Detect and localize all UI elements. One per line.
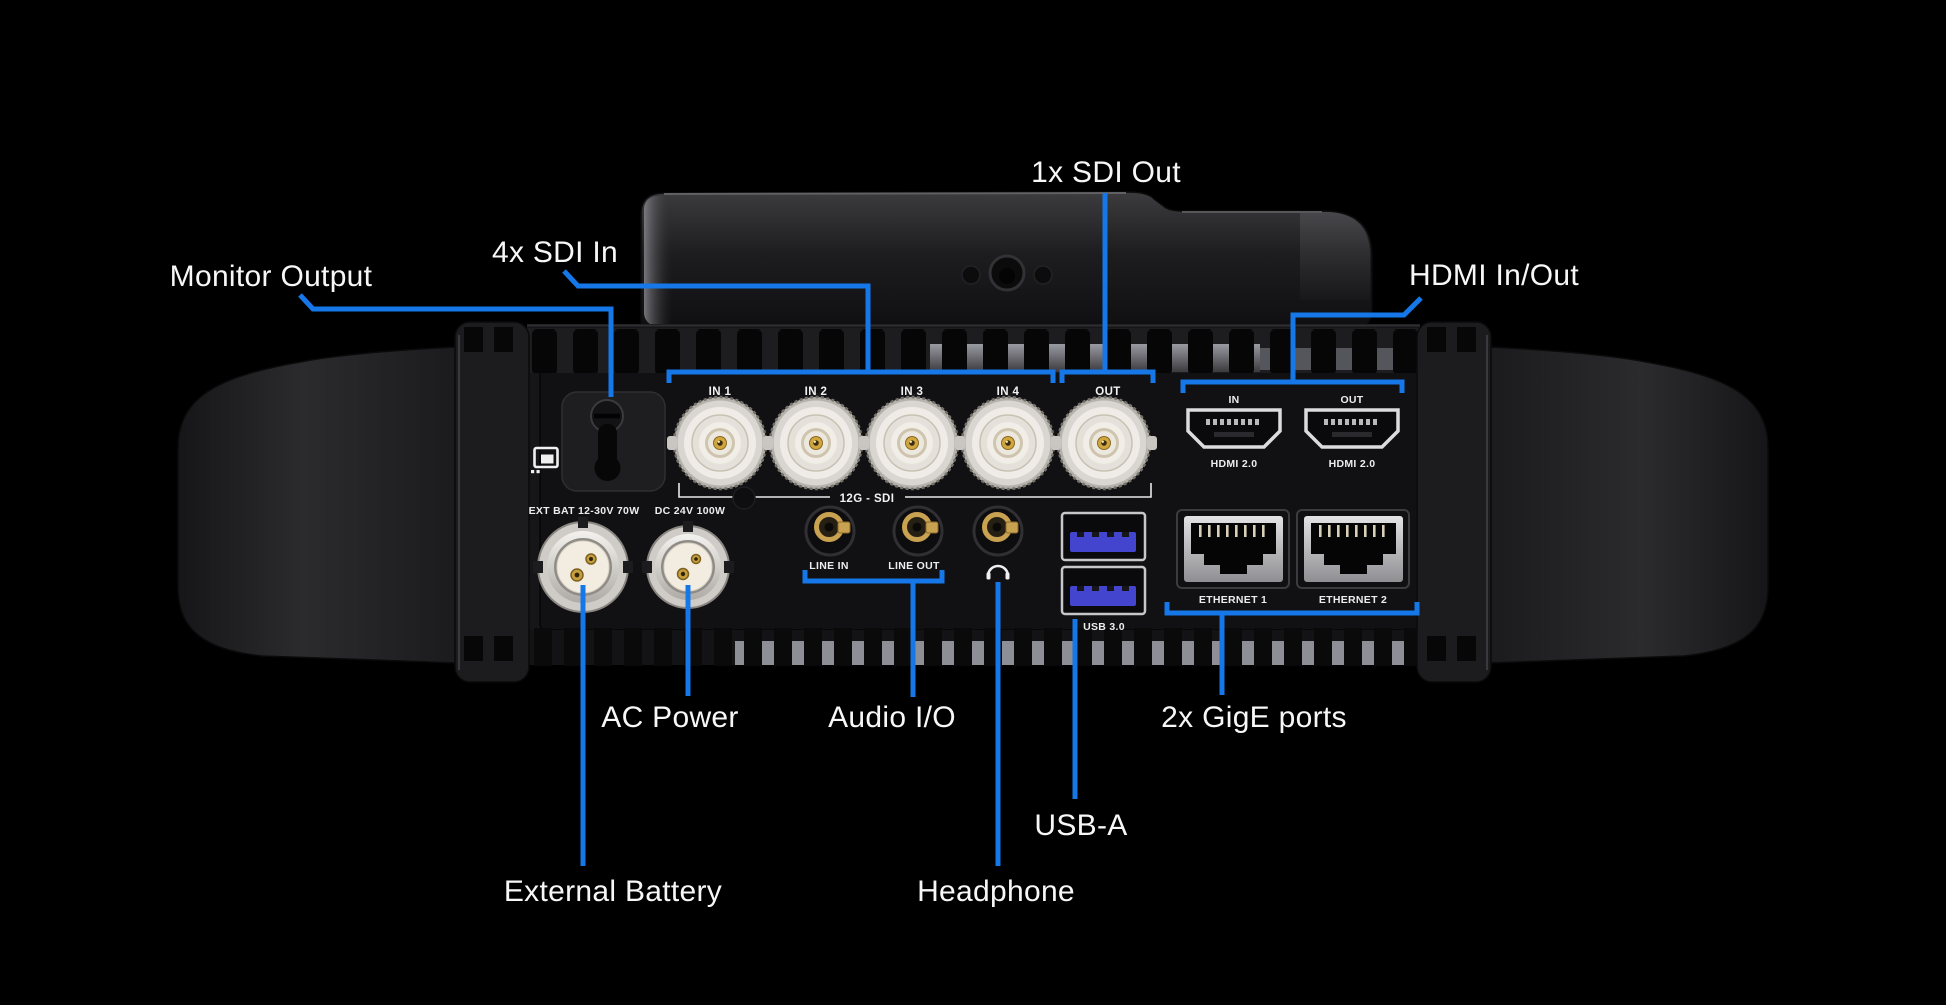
leader-monitor-output [298,293,614,397]
ethernet-port-2 [1296,509,1410,589]
sdi-connectors: IN 1 IN 2 IN 3 IN 4 OUT 12G - SDI [667,386,1157,510]
callout-ac-power: AC Power [601,701,738,734]
monitor-icon [531,446,559,474]
line-out-label: LINE OUT [888,560,940,572]
hdmi-in-port [1186,408,1282,449]
right-end-plate [1416,321,1492,683]
callout-gige: 2x GigE ports [1161,701,1347,734]
leader-sdi-out-bracket [1059,369,1156,383]
mount-pin-hole-right [1033,265,1053,285]
usb-port-2 [1060,565,1147,616]
line-out-jack [892,505,944,557]
sdi-in-1-port [667,393,773,491]
sdi-group-label: 12G - SDI [840,493,895,505]
sdi-group-bracket [678,483,1152,498]
usb-label: USB 3.0 [1083,621,1125,633]
sdi-in-4-label: IN 4 [997,386,1020,398]
callout-leaders [298,193,1423,866]
leader-audio-bracket [802,570,945,584]
left-end-plate [454,321,530,683]
sdi-in-2-label: IN 2 [805,386,828,398]
callout-sdi-out: 1x SDI Out [1031,156,1181,189]
usb-port-1 [1060,511,1147,562]
leader-sdi-in [562,269,871,371]
line-in-jack [804,505,856,557]
headphone-icon [986,564,1010,580]
sdi-in-1-label: IN 1 [709,386,732,398]
top-module [640,191,1373,331]
ext-battery-port [533,517,633,613]
callout-sdi-in: 4x SDI In [492,236,618,269]
line-in-label: LINE IN [809,560,848,572]
sdi-out-label: OUT [1095,386,1120,398]
sdi-in-3-label: IN 3 [901,386,924,398]
leader-sdi-in-bracket [666,369,1056,383]
right-handle [1488,346,1769,664]
leader-gige-bracket [1164,602,1420,616]
monitor-output-mount [561,391,666,492]
ethernet-1-label: ETHERNET 1 [1199,594,1267,606]
ethernet-port-1 [1176,509,1290,589]
callout-usb: USB-A [1034,809,1127,842]
callout-headphone: Headphone [917,875,1075,908]
leader-hdmi [1290,296,1423,382]
sdi-in-3-port [859,393,965,491]
top-vents [527,328,1420,373]
ext-battery-port-label: EXT BAT 12-30V 70W [529,505,640,517]
dc-power-port-label: DC 24V 100W [655,505,725,517]
sdi-in-2-port [763,393,869,491]
bottom-vents [527,628,1420,666]
callout-labels: Monitor Output 4x SDI In 1x SDI Out HDMI… [170,156,1579,908]
callout-audio: Audio I/O [828,701,956,734]
panel-screw-recess [732,486,756,510]
sdi-in-4-port [955,393,1061,491]
hdmi-out-port [1304,408,1400,449]
callout-monitor-output: Monitor Output [170,260,373,293]
sdi-out-port [1051,393,1157,491]
mount-pin-hole-left [961,265,981,285]
hdmi-in-spec-label: HDMI 2.0 [1211,458,1258,470]
ethernet-2-label: ETHERNET 2 [1319,594,1387,606]
callout-ext-battery: External Battery [504,875,722,908]
hdmi-out-spec-label: HDMI 2.0 [1329,458,1376,470]
callout-hdmi: HDMI In/Out [1409,259,1579,292]
left-handle [177,346,458,664]
headphone-jack [972,505,1024,557]
hdmi-out-label: OUT [1340,394,1363,406]
hdmi-in-label: IN [1228,394,1239,406]
